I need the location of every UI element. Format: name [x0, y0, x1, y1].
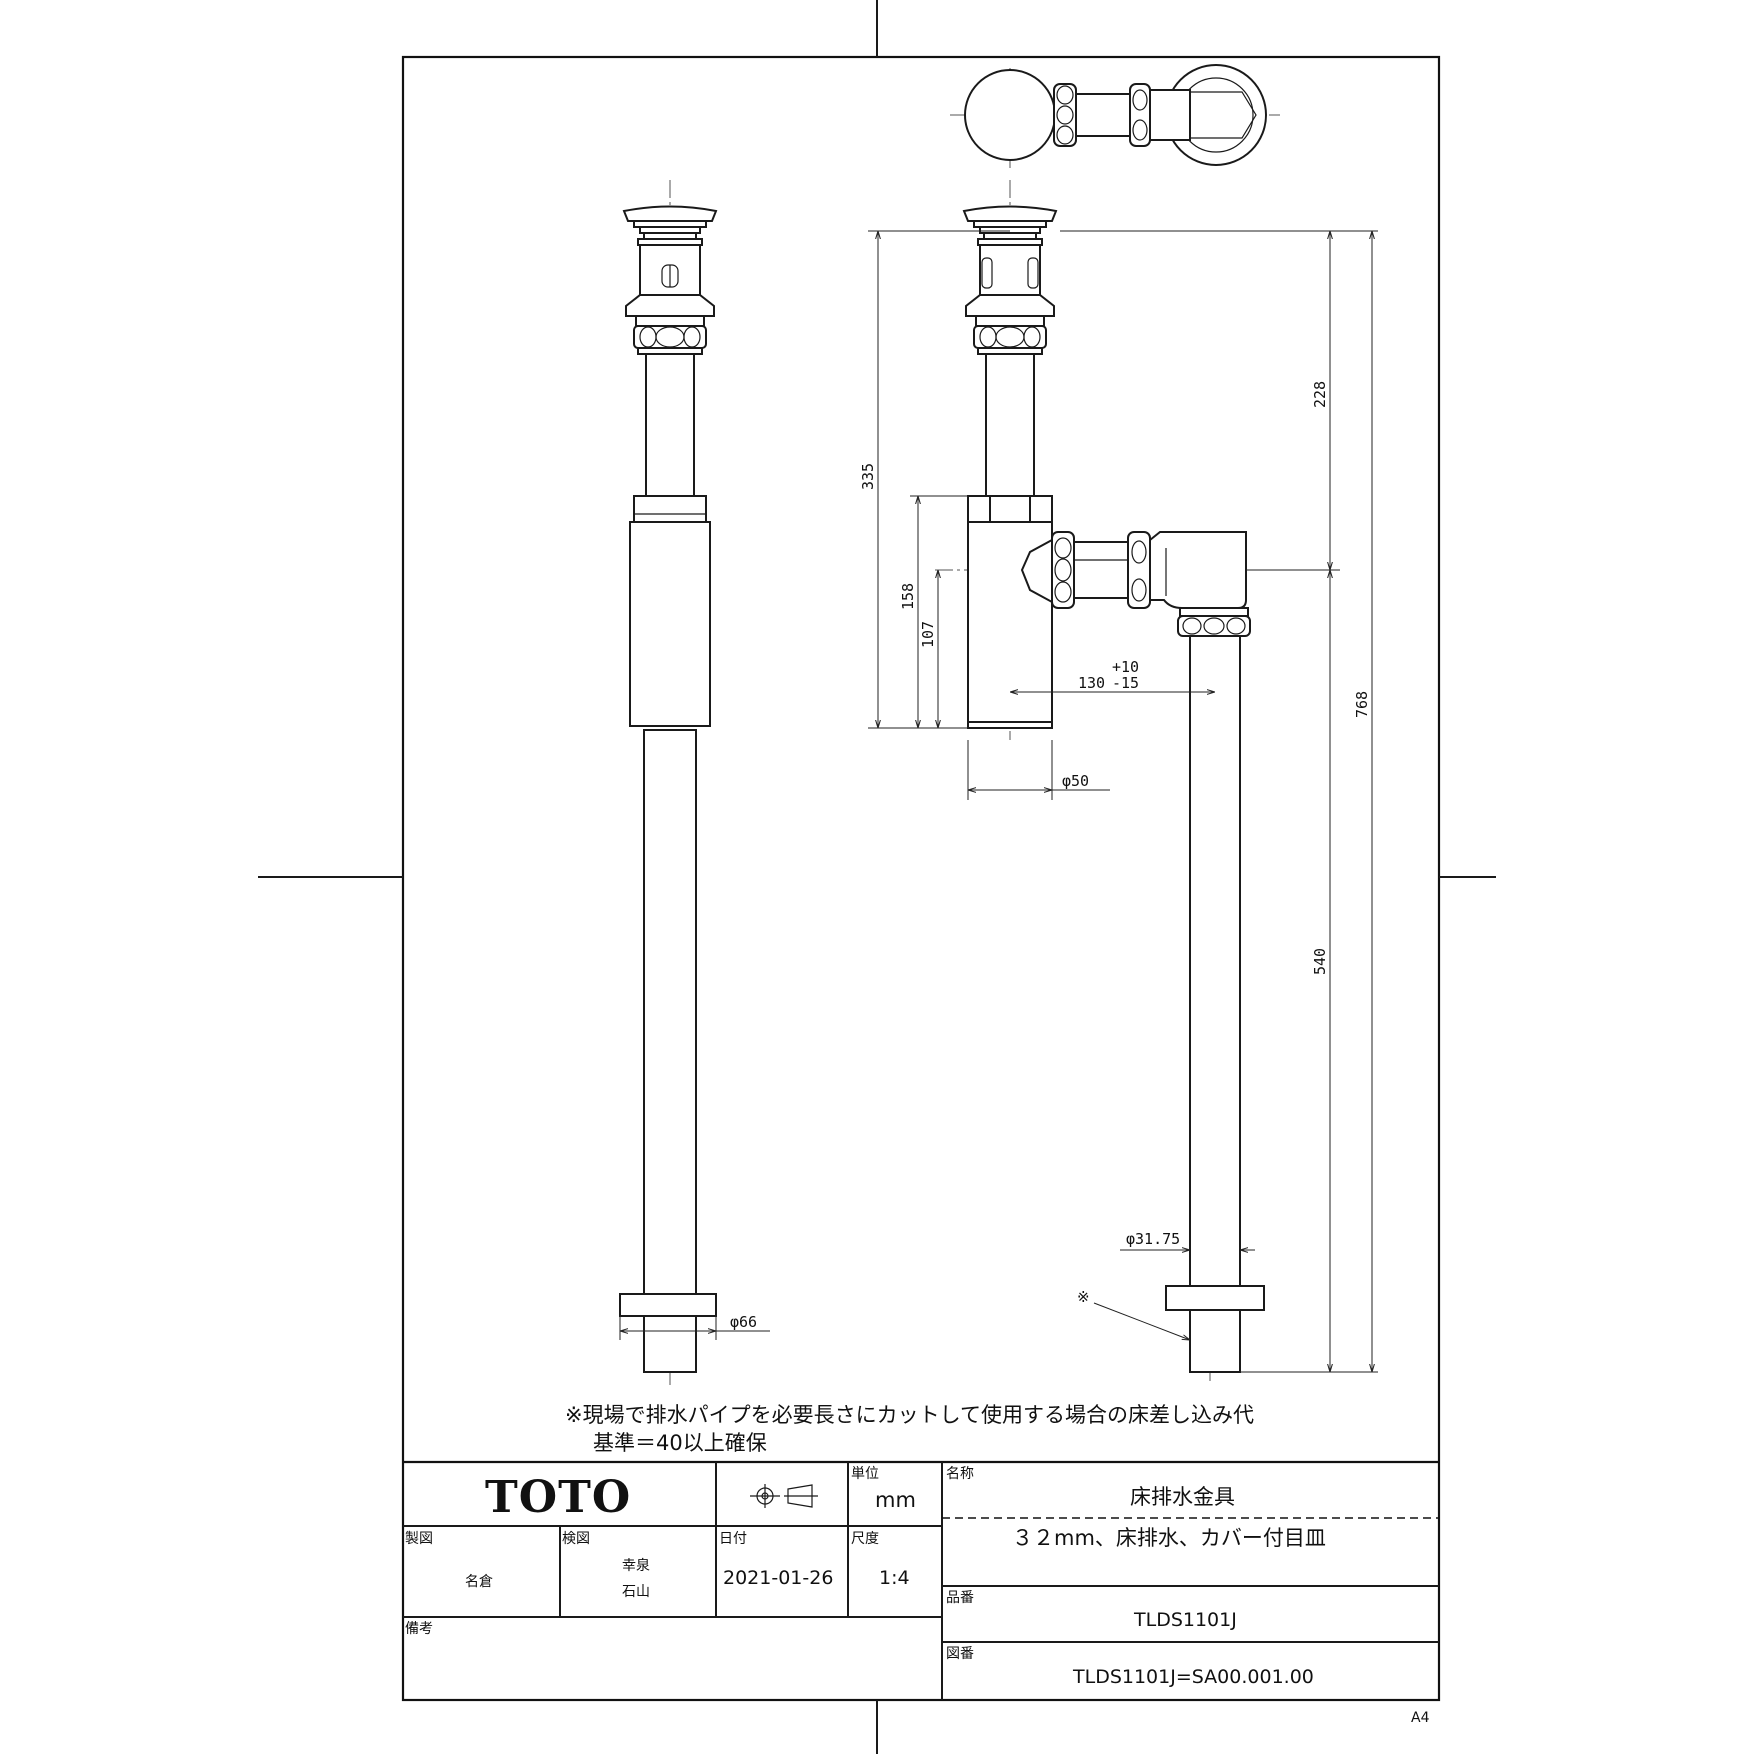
scale-label: 尺度	[851, 1531, 879, 1547]
name-label: 名称	[946, 1466, 974, 1482]
unit-value: mm	[875, 1488, 916, 1512]
scale-value: 1:4	[879, 1567, 910, 1589]
drawing-label: 図番	[946, 1646, 974, 1662]
pipe-diameter-label: φ31.75	[1126, 1230, 1180, 1248]
unit-label: 単位	[851, 1466, 879, 1482]
third-angle-projection-icon	[750, 1484, 818, 1508]
plate-diameter-label: φ66	[730, 1313, 757, 1331]
sheet-frame	[258, 0, 1496, 1754]
note: ※現場で排水パイプを必要長さにカットして使用する場合の床差し込み代 基準＝40以…	[565, 1403, 1254, 1455]
floor-cover-plate	[619, 1293, 717, 1317]
side-view: 335 158 107 130 +10 -15 φ50 φ31.75 ※ 228	[859, 180, 1378, 1385]
dim-offset: 130	[1078, 674, 1105, 692]
dim-offset-tol-plus: +10	[1112, 658, 1139, 676]
dim-540: 540	[1311, 948, 1329, 975]
drawing-number: TLDS1101J=SA00.001.00	[1072, 1666, 1314, 1688]
front-view: φ66	[619, 180, 770, 1385]
note-line-1: ※現場で排水パイプを必要長さにカットして使用する場合の床差し込み代	[565, 1403, 1254, 1427]
product-spec: ３２mm、床排水、カバー付目皿	[1012, 1526, 1326, 1550]
sheet-size: A4	[1411, 1710, 1430, 1726]
dim-offset-tol-minus: -15	[1112, 674, 1139, 692]
trap-diameter-label: φ50	[1062, 772, 1089, 790]
drawn-value: 名倉	[465, 1574, 493, 1590]
remarks-label: 備考	[405, 1621, 433, 1637]
drain-cap	[622, 205, 718, 222]
dim-158: 158	[899, 583, 917, 610]
part-label: 品番	[946, 1590, 974, 1606]
reference-mark: ※	[1077, 1288, 1090, 1306]
plan-view	[950, 64, 1280, 168]
checked-value-2: 石山	[622, 1584, 650, 1600]
part-number: TLDS1101J	[1133, 1609, 1237, 1631]
dim-768: 768	[1353, 691, 1371, 718]
toto-logo: TOTO	[485, 1472, 631, 1523]
date-value: 2021-01-26	[723, 1567, 833, 1589]
checked-value-1: 幸泉	[622, 1557, 650, 1574]
product-name: 床排水金具	[1130, 1485, 1235, 1509]
dim-335: 335	[859, 463, 877, 490]
dim-228: 228	[1311, 381, 1329, 408]
dim-107: 107	[919, 621, 937, 648]
title-block: TOTO 単位 mm 名称 床排水金具 ３２mm、床排水、カバー付目皿 製図 名…	[403, 1460, 1439, 1700]
date-label: 日付	[719, 1531, 747, 1547]
checked-label: 検図	[562, 1531, 590, 1547]
drawn-label: 製図	[405, 1531, 433, 1547]
strainer-circle	[964, 69, 1056, 161]
note-line-2: 基準＝40以上確保	[593, 1431, 767, 1455]
